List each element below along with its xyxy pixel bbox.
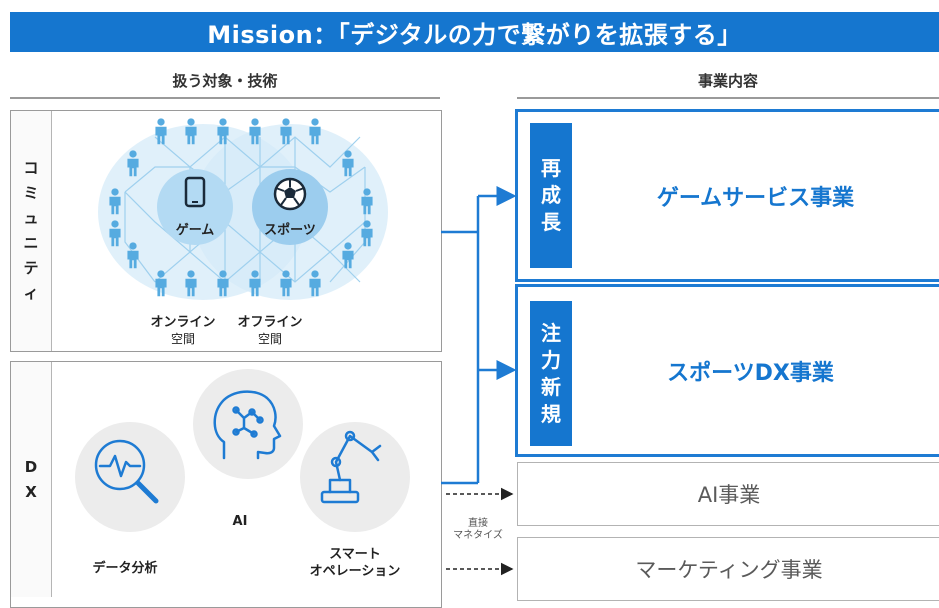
new-focus-tag: 注 力 新 規 <box>530 301 572 446</box>
offline-space-label: オフライン 空間 <box>237 315 303 346</box>
direct-monetize-label: 直接 マネタイズ <box>453 518 503 541</box>
smart-operation-circle <box>300 422 410 532</box>
sports-dx-business: 注 力 新 規 スポーツDX事業 <box>515 284 939 457</box>
regrowth-tag: 再 成 長 <box>530 123 572 268</box>
ai-business: AI事業 <box>517 462 939 526</box>
left-header-rule <box>10 97 440 99</box>
community-side-label: コ ミ ュ ニ テ ィ <box>11 111 52 351</box>
right-header-rule <box>517 97 939 99</box>
soccer-ball-icon <box>273 177 307 211</box>
marketing-business-title: マーケティング事業 <box>635 558 823 582</box>
game-service-business: 再 成 長 ゲームサービス事業 <box>515 109 939 282</box>
ai-head-icon <box>213 390 282 460</box>
game-label: ゲーム <box>175 223 215 238</box>
sports-label: スポーツ <box>264 223 316 238</box>
data-analysis-label: データ分析 <box>92 561 158 576</box>
ai-label: AI <box>232 514 248 529</box>
right-column-header: 事業内容 <box>697 72 758 90</box>
mission-title: Mission：「デジタルの力で繋がりを拡張する」 <box>207 20 742 49</box>
marketing-business: マーケティング事業 <box>517 537 939 601</box>
magnifier-chart-icon <box>94 439 159 504</box>
sports-dx-title: スポーツDX事業 <box>667 360 834 386</box>
ai-circle <box>193 369 303 479</box>
game-service-title: ゲームサービス事業 <box>656 185 855 211</box>
smartphone-icon <box>184 176 206 208</box>
online-space-label: オンライン 空間 <box>150 315 216 346</box>
dx-side-label: D X <box>11 362 52 597</box>
community-network-illustration <box>98 118 388 300</box>
ai-business-title: AI事業 <box>697 483 761 507</box>
left-column-header: 扱う対象・技術 <box>172 72 278 90</box>
robot-arm-icon <box>320 430 382 504</box>
smart-operation-label: スマート オペレーション <box>309 547 401 579</box>
dx-illustration <box>75 369 410 532</box>
mission-banner: Mission：「デジタルの力で繋がりを拡張する」 <box>10 12 939 52</box>
